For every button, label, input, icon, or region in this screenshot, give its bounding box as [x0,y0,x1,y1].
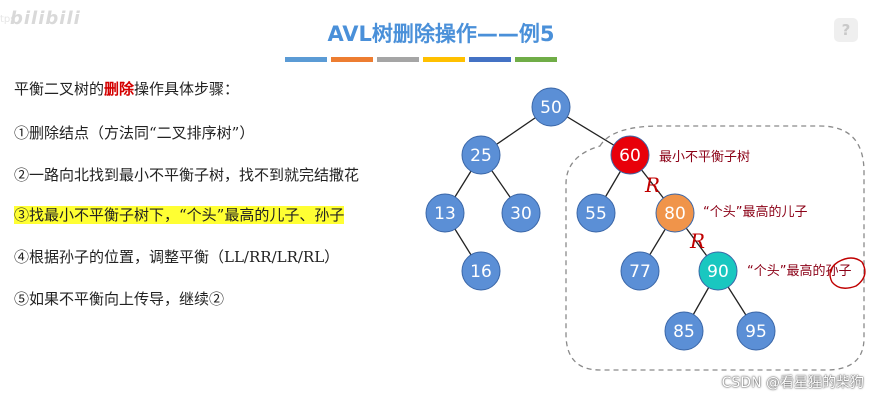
tree-node-label: 80 [664,204,686,224]
tree-node-label: 25 [470,146,492,166]
handwritten-circle-mark [829,257,866,289]
intro-suffix: 操作具体步骤： [134,80,240,98]
tree-node-circle [501,193,541,233]
title-bar-5 [469,57,511,62]
bilibili-logo: bilibili [10,8,81,29]
tree-node-25: 25 [461,135,501,175]
title-color-bars [285,57,557,62]
tree-node-circle [610,135,650,175]
tree-node-label: 55 [585,204,607,224]
tree-node-55: 55 [576,193,616,233]
tree-node-circle [461,251,501,291]
tree-node-77: 77 [620,251,660,291]
annotation-unbalanced: 最小不平衡子树 [659,150,750,165]
help-icon[interactable]: ? [834,18,858,42]
intro-prefix: 平衡二叉树的 [14,80,105,98]
tree-node-circle [425,193,465,233]
step-4-text: ④根据孙子的位置，调整平衡（LL/RR/LR/RL） [14,248,340,266]
step-4: ④根据孙子的位置，调整平衡（LL/RR/LR/RL） [14,246,339,267]
slide-title: AVL树删除操作——例5 [327,22,555,46]
tree-node-circle [655,193,695,233]
tree-node-label: 95 [745,322,767,342]
step-1: ①删除结点（方法同“二叉排序树”） [14,122,254,143]
steps-intro: 平衡二叉树的删除操作具体步骤： [14,78,239,99]
csdn-credit: CSDN @看星猩的柴狗 [721,375,864,391]
tree-node-label: 16 [470,262,492,282]
tree-node-label: 77 [629,262,651,282]
tree-node-80: 80 [655,193,695,233]
annotation-tallest-grandchild: “个头”最高的孙子 [747,263,851,279]
tree-node-circle [461,135,501,175]
tree-node-circle [664,311,704,351]
title-bar-6 [515,57,557,62]
title-bar-2 [331,57,373,62]
subtree-dashed-outline [565,125,865,371]
title-bar-4 [423,57,465,62]
title-bar-1 [285,57,327,62]
tree-node-label: 13 [434,204,456,224]
step-1-text: ①删除结点（方法同“二叉排序树”） [14,124,255,142]
step-5-text: ⑤如果不平衡向上传导，继续② [14,290,225,308]
tree-node-85: 85 [664,311,704,351]
tree-node-circle [698,251,738,291]
tree-node-label: 60 [619,146,641,166]
tree-node-circle [736,311,776,351]
watermark-fragment: tps [0,14,16,25]
tree-node-label: 90 [707,262,729,282]
tree-node-16: 16 [461,251,501,291]
tree-node-60: 60 [610,135,650,175]
tree-node-13: 13 [425,193,465,233]
tree-nodes: 50 25 60 13 30 16 55 80 77 90 85 95 [425,87,776,351]
tree-node-circle [620,251,660,291]
tree-node-50: 50 [531,87,571,127]
handwritten-r-mark-2: R [689,229,705,253]
tree-node-95: 95 [736,311,776,351]
title-bar-3 [377,57,419,62]
step-3: ③找最小不平衡子树下，“个头”最高的儿子、孙子 [14,204,345,225]
step-2: ②一路向北找到最小不平衡子树，找不到就完结撒花 [14,164,359,185]
tree-node-circle [531,87,571,127]
step-3-text: ③找最小不平衡子树下，“个头”最高的儿子、孙子 [14,206,345,224]
handwritten-r-mark-1: R [644,173,660,197]
tree-node-circle [576,193,616,233]
tree-node-label: 30 [510,204,532,224]
annotation-tallest-child: “个头”最高的儿子 [703,204,807,220]
step-5: ⑤如果不平衡向上传导，继续② [14,288,224,309]
intro-red-word: 删除 [104,80,135,98]
step-2-text: ②一路向北找到最小不平衡子树，找不到就完结撒花 [14,166,360,184]
tree-node-label: 85 [673,322,695,342]
tree-node-90: 90 [698,251,738,291]
tree-node-30: 30 [501,193,541,233]
tree-node-label: 50 [540,98,562,118]
